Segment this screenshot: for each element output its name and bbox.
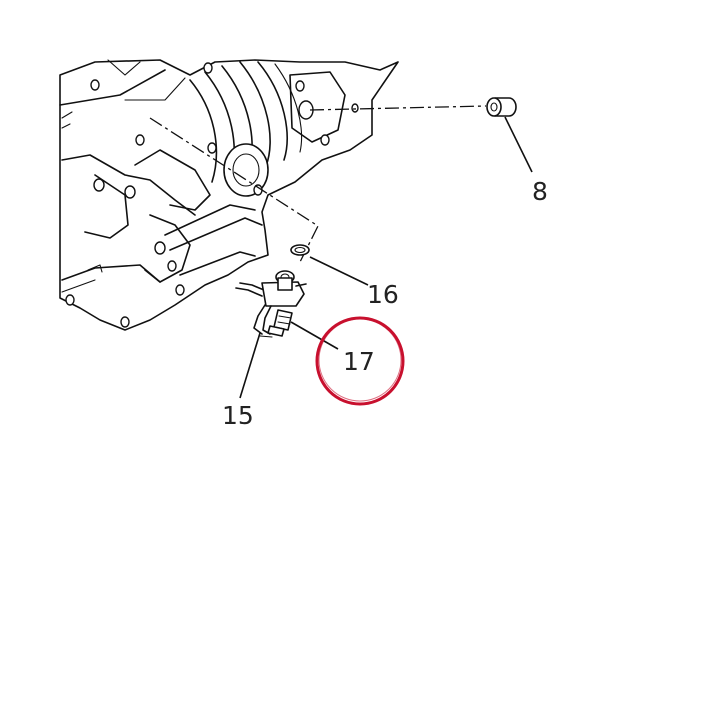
callout-16: 16: [367, 280, 399, 309]
leader-8: [504, 116, 533, 173]
assembly-axis-8: [309, 105, 487, 111]
leader-16: [309, 256, 369, 286]
highlight-circle: [315, 316, 405, 406]
part-8-dowel: [486, 97, 517, 117]
crankcase: [59, 59, 399, 331]
part-16-oring: [290, 244, 310, 256]
leader-15: [239, 332, 261, 399]
part-15-fitting: [235, 270, 307, 338]
highlight-circle-inner: [318, 318, 402, 402]
leader-17: [290, 321, 339, 350]
part-17-bolt: [267, 309, 293, 337]
callout-17: 17: [343, 347, 375, 376]
callout-8: 8: [532, 177, 548, 206]
callout-15: 15: [222, 401, 254, 430]
